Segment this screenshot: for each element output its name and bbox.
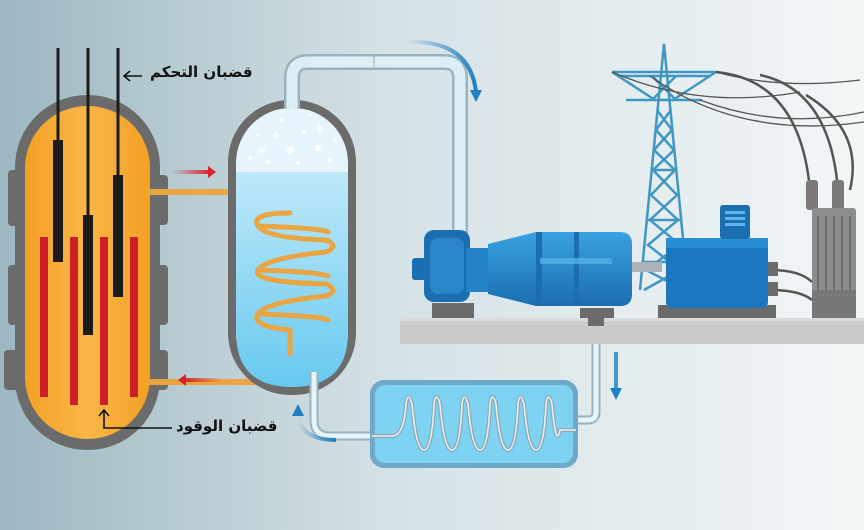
- heating-coil: [254, 210, 336, 357]
- fuel-rod: [100, 237, 108, 405]
- steam-generator: [228, 100, 356, 395]
- turbine: [412, 230, 662, 318]
- steam-flow-arrow-icon: [407, 39, 482, 102]
- turbine-outlet: [588, 318, 604, 326]
- fuel-rod: [130, 237, 138, 397]
- condensate-flow-arrow-icon: [610, 352, 622, 400]
- arrow-left-icon: [122, 70, 142, 82]
- fuel-rod: [40, 237, 48, 397]
- control-rod: [113, 175, 123, 297]
- generator: [658, 205, 778, 318]
- control-rods: [53, 48, 123, 335]
- steam-pipe: [284, 54, 468, 240]
- control-rods-label: قضبان التحكم: [150, 63, 253, 81]
- control-rod: [53, 140, 63, 262]
- return-flow-arrow-icon: [292, 404, 337, 442]
- cold-flow-arrow-icon: [178, 374, 222, 386]
- fuel-rods-label: قضبان الوقود: [176, 417, 278, 435]
- turbine-platform: [400, 318, 864, 344]
- hot-flow-arrow-icon: [172, 166, 216, 178]
- condenser: [370, 380, 578, 468]
- transformer-cables: [715, 70, 854, 191]
- fuel-rods: [40, 237, 138, 405]
- arrow-up-icon: [98, 408, 172, 429]
- control-rod: [83, 215, 93, 335]
- transformer: [806, 180, 856, 318]
- fuel-rod: [70, 237, 78, 405]
- condenser-return-pipe: [309, 320, 601, 441]
- steam-bubbles: [248, 113, 337, 166]
